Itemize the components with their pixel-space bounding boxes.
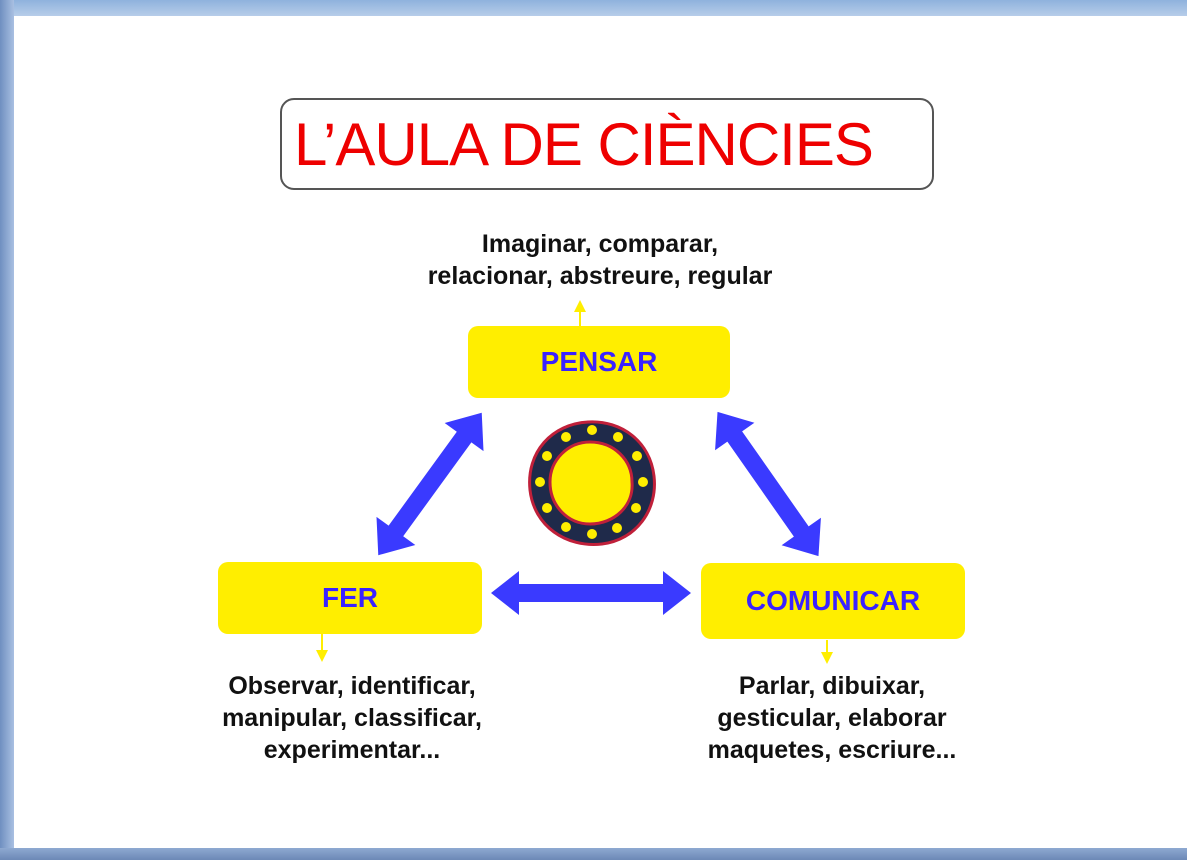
fer-description-line: manipular, classificar, — [222, 704, 482, 732]
comunicar-description: Parlar, dibuixar, gesticular, elaborar m… — [662, 670, 1002, 766]
comunicar-description-line: Parlar, dibuixar, — [738, 672, 926, 700]
node-fer: FER — [218, 562, 482, 634]
window-frame-top — [0, 0, 1187, 16]
window-frame-bottom — [0, 848, 1187, 860]
node-fer-label: FER — [322, 582, 378, 613]
pensar-description-line: relacionar, abstreure, regular — [427, 262, 773, 290]
node-comunicar-label: COMUNICAR — [745, 585, 921, 616]
pensar-description: Imaginar, comparar, relacionar, abstreur… — [360, 228, 840, 292]
page-title: L’AULA DE CIÈNCIES — [294, 111, 874, 178]
comunicar-description-line: maquetes, escriure... — [707, 736, 957, 764]
fer-description-line: Observar, identificar, — [228, 672, 476, 700]
fer-description: Observar, identificar, manipular, classi… — [172, 670, 532, 766]
arrow-pensar-fer — [376, 412, 484, 556]
arrow-fer-comunicar — [491, 571, 691, 615]
cell-ring-icon — [528, 420, 656, 546]
window-frame-left — [0, 0, 14, 860]
node-pensar: PENSAR — [468, 326, 730, 398]
node-pensar-label: PENSAR — [540, 346, 658, 377]
title-box: L’AULA DE CIÈNCIES — [280, 98, 934, 190]
node-comunicar: COMUNICAR — [701, 563, 965, 639]
fer-description-line: experimentar... — [263, 736, 441, 764]
arrow-pensar-comunicar — [715, 411, 821, 557]
pensar-description-line: Imaginar, comparar, — [481, 230, 719, 258]
comunicar-description-line: gesticular, elaborar — [717, 704, 947, 732]
